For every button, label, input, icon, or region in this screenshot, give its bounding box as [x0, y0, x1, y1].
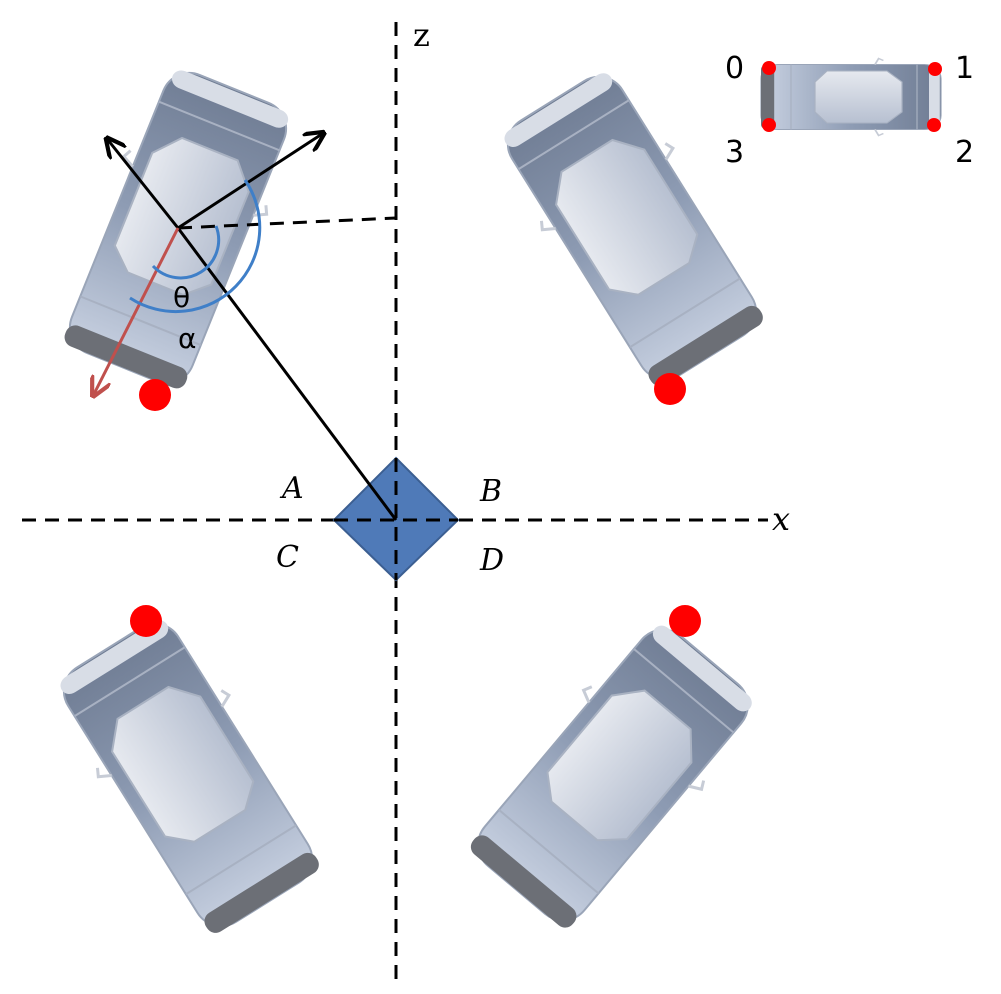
marker-dot: [654, 373, 686, 405]
inset-corner-2-label: 2: [955, 135, 974, 170]
theta-label: θ: [173, 281, 190, 314]
marker-dot: [669, 605, 701, 637]
alpha-arc: [129, 179, 262, 313]
marker-dot: [139, 379, 171, 411]
inset-corner-dot: [762, 118, 776, 132]
car-bottom-left: [41, 605, 335, 945]
heading-arrow: [94, 227, 180, 394]
car-top-right: [485, 58, 779, 398]
z-axis-label: z: [413, 16, 430, 54]
alpha-label: α: [178, 322, 196, 355]
marker-dot: [130, 605, 162, 637]
inset-corner-0-label: 0: [725, 51, 744, 86]
inset-corner-dot: [927, 118, 941, 132]
car-axis-side: [177, 134, 322, 230]
ray-line: [176, 227, 398, 521]
x-axis-label: x: [772, 500, 790, 538]
car-axis-forward: [108, 140, 180, 229]
quadrant-b-label: B: [479, 474, 502, 509]
quadrant-a-label: A: [279, 471, 304, 506]
inset-corner-3-label: 3: [725, 135, 744, 170]
theta-arc: [151, 225, 221, 280]
inset-corner-dot: [928, 62, 942, 76]
reference-dashed-line: [177, 216, 397, 230]
quadrant-c-label: C: [276, 540, 299, 575]
car-bottom-right: [456, 609, 770, 941]
quadrant-d-label: D: [479, 543, 504, 578]
inset-corner-1-label: 1: [955, 51, 974, 86]
inset-car: [760, 57, 942, 137]
inset-corner-dot: [762, 61, 776, 75]
